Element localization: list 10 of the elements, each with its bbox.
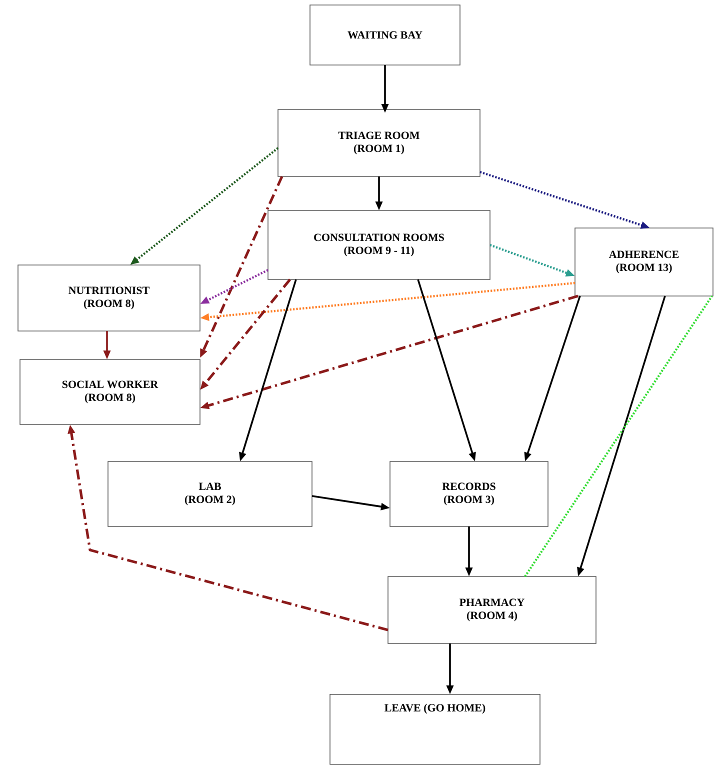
room-box: RECORDS (ROOM 3) — [390, 461, 548, 527]
room-box: CONSULTATION ROOMS (ROOM 9 - 11) — [268, 210, 490, 280]
room-box: NUTRITIONIST (ROOM 8) — [18, 264, 200, 332]
room-box: LEAVE (GO HOME) — [330, 694, 540, 765]
room-box: WAITING BAY — [310, 4, 460, 66]
room-box: LAB (ROOM 2) — [108, 461, 312, 527]
room-box: PHARMACY (ROOM 4) — [388, 576, 596, 644]
room-box: SOCIAL WORKER (ROOM 8) — [20, 359, 200, 425]
room-box: TRIAGE ROOM (ROOM 1) — [278, 109, 480, 177]
room-box: ADHERENCE (ROOM 13) — [574, 228, 714, 296]
